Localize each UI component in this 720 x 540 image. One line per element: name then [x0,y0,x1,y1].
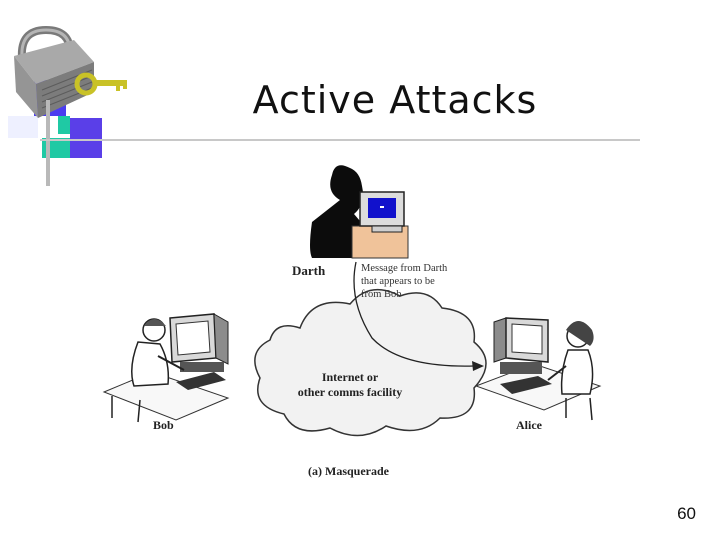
bob-workstation [102,313,230,423]
masquerade-arrow [353,261,475,367]
diagram-caption: (a) Masquerade [308,464,389,478]
page-number: 60 [677,504,696,523]
message-note-line-1: Message from Darth [361,263,448,274]
message-note: Message from Darth that appears to be fr… [361,262,447,301]
message-note-line-2: that appears to be [361,276,435,287]
network-cloud [254,288,487,437]
network-label-line-2: other comms facility [297,385,403,399]
network-label: Internet or other comms facility [280,370,420,400]
darth-label: Darth [292,263,326,278]
title-divider [40,139,640,141]
vertical-divider [46,100,50,186]
padlock-with-key-icon [8,25,127,158]
message-note-line-3: from Bob [361,289,402,300]
network-label-line-1: Internet or [321,370,379,384]
slide-title: Active Attacks [252,78,538,122]
alice-label: Alice [516,418,542,432]
bob-label: Bob [153,418,174,432]
alice-workstation [474,317,602,421]
darth-figure [310,165,409,259]
